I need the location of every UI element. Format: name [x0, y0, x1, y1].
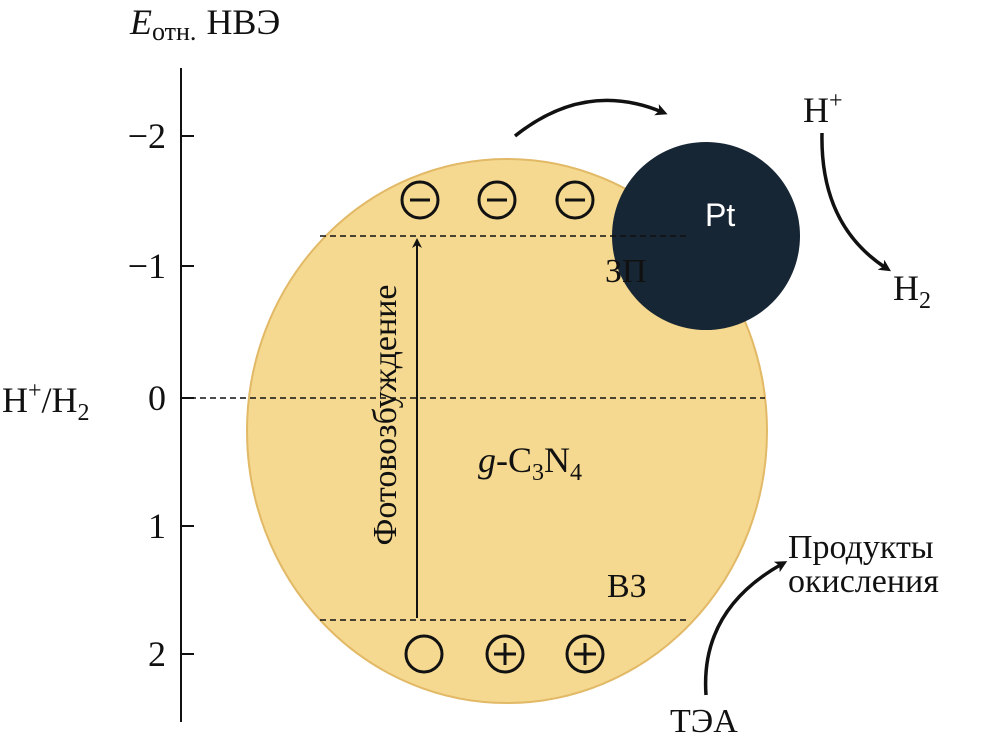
electron-icon	[477, 180, 517, 220]
excitation-label: Фотовозбуждение	[367, 285, 404, 546]
proton-label: H+	[803, 88, 843, 130]
hole-icon	[565, 634, 605, 674]
hole-icon	[485, 634, 525, 674]
pt-cocatalyst	[612, 142, 800, 330]
holes	[404, 634, 605, 674]
conduction-band-label: ЗП	[605, 253, 647, 290]
tick-label: −1	[128, 246, 166, 286]
hydrogen-label: H2	[893, 268, 931, 314]
h2-evolution-arrow	[820, 132, 892, 272]
axis-tick-labels: −2 −1 0 1 2	[128, 116, 166, 674]
electrons	[400, 180, 595, 220]
electron-icon	[400, 180, 440, 220]
electron-transfer-arrow	[513, 98, 668, 138]
tick-label: 1	[148, 506, 166, 546]
energy-axis	[180, 68, 194, 722]
axis-title: Eотн.НВЭ	[129, 2, 280, 46]
products-label-line1: Продукты	[788, 529, 934, 566]
empty-hole-icon	[404, 634, 444, 674]
valence-band-label: ВЗ	[607, 568, 647, 605]
pt-label: Pt	[705, 197, 735, 233]
donor-label: ТЭА	[670, 703, 738, 740]
oxidation-arrow	[703, 561, 788, 696]
products-label-line2: окисления	[788, 563, 939, 600]
electron-icon	[555, 180, 595, 220]
tick-label: −2	[128, 116, 166, 156]
reference-label: H+/H2	[2, 378, 90, 426]
material-label: g-C3N4	[478, 440, 582, 486]
tick-label: 2	[148, 634, 166, 674]
tick-label: 0	[148, 378, 166, 418]
